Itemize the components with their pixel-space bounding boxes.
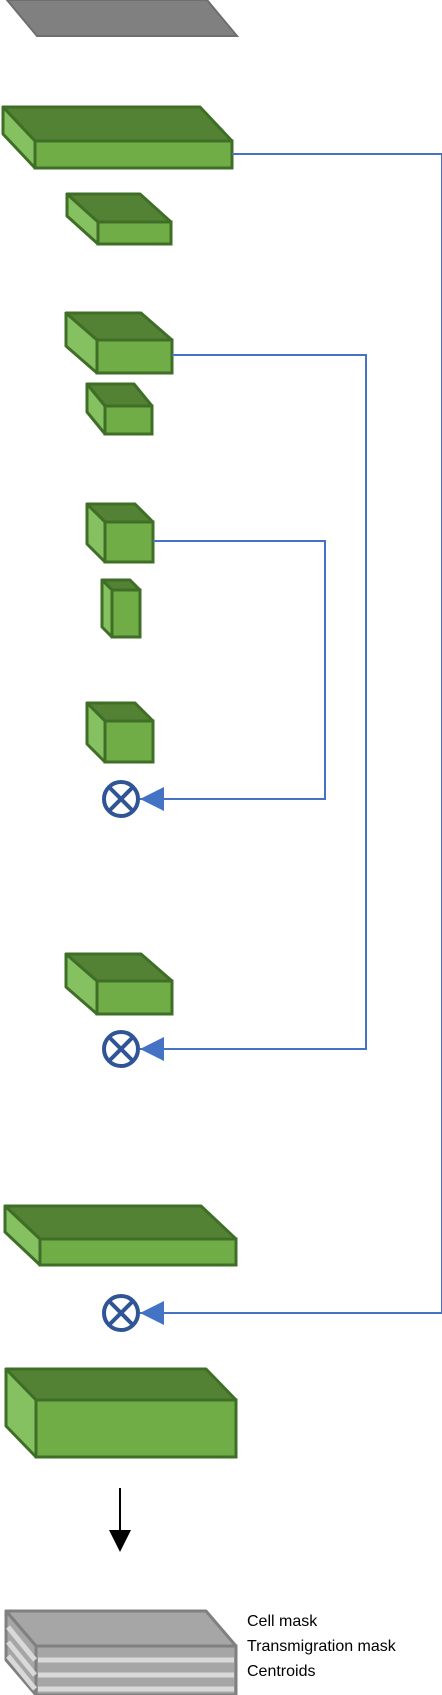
block-front-face xyxy=(103,719,155,764)
merge-cross xyxy=(108,1036,134,1062)
input-slab xyxy=(5,0,240,37)
concat-merge-1 xyxy=(102,780,164,818)
conv-block-1 xyxy=(1,105,234,170)
output-label-cell-mask: Cell mask xyxy=(247,1613,318,1630)
skip-arrowhead xyxy=(140,1301,164,1325)
output-side-stripe-3 xyxy=(6,1654,37,1691)
block-top-face xyxy=(3,1204,238,1241)
block-front-face xyxy=(110,588,142,639)
skip-arrowhead xyxy=(140,787,164,811)
block-front-face xyxy=(33,139,234,170)
conv-block-10 xyxy=(4,1367,238,1459)
block-front-face xyxy=(38,1237,238,1267)
conv-block-4 xyxy=(85,382,154,436)
conv-block-3 xyxy=(64,311,174,375)
skip-connection-3 xyxy=(140,540,326,800)
conv-block-7 xyxy=(85,701,155,764)
block-front-face xyxy=(95,338,174,375)
block-top-face xyxy=(4,1367,238,1402)
block-front-face xyxy=(95,979,174,1016)
output-side-stripe-1 xyxy=(6,1625,37,1662)
conv-block-6 xyxy=(100,578,142,639)
output-arrow xyxy=(109,1488,131,1552)
conv-block-8 xyxy=(64,952,174,1016)
skip-connection-2 xyxy=(140,354,367,1050)
output-label-transmigration-mask: Transmigration mask xyxy=(247,1638,396,1655)
block-front-face xyxy=(96,220,173,246)
block-front-face xyxy=(103,404,154,436)
output-mask-stack xyxy=(4,1609,238,1695)
skip-arrowhead xyxy=(140,1037,164,1061)
output-arrow-head xyxy=(109,1530,131,1552)
block-front-face xyxy=(103,520,155,564)
merge-cross xyxy=(108,786,134,812)
output-side-stripe-2 xyxy=(6,1640,37,1677)
conv-block-5 xyxy=(85,502,155,564)
block-top-face xyxy=(1,105,234,143)
conv-block-9 xyxy=(3,1204,238,1267)
merge-cross xyxy=(108,1300,134,1326)
output-label-centroids: Centroids xyxy=(247,1663,316,1680)
conv-block-2 xyxy=(65,192,173,246)
output-top-face xyxy=(4,1609,238,1648)
concat-merge-3 xyxy=(102,1294,164,1332)
block-front-face xyxy=(34,1398,238,1459)
skip-connection-1 xyxy=(140,153,442,1314)
concat-merge-2 xyxy=(102,1030,164,1068)
input-image-slab xyxy=(5,0,240,37)
